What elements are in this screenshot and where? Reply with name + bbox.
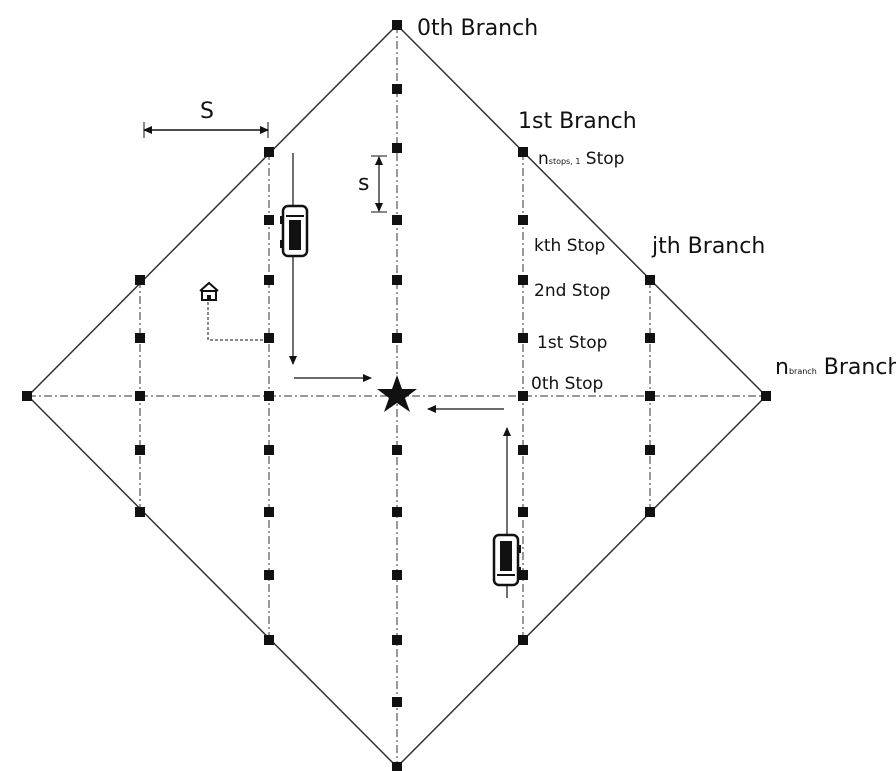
stop-marker [264, 215, 274, 225]
stop-marker [518, 445, 528, 455]
stop-marker [518, 275, 528, 285]
home-walk-path [207, 302, 264, 341]
stop-marker [264, 391, 274, 401]
stop-marker [645, 275, 655, 285]
stop-marker [392, 570, 402, 580]
star-icon [377, 375, 417, 412]
stop-marker [518, 147, 528, 157]
branch-0-label: 0th Branch [417, 16, 538, 41]
stop-k-label: kth Stop [534, 236, 605, 256]
stop-marker [392, 697, 402, 707]
stop-marker [264, 445, 274, 455]
stop-marker [645, 333, 655, 343]
stop-marker [392, 215, 402, 225]
stop-marker [264, 507, 274, 517]
bus-icon [492, 533, 521, 587]
stop-marker [392, 275, 402, 285]
branch-n-label: nbranch Branch [775, 355, 896, 380]
stop-marker [135, 275, 145, 285]
stop-marker [518, 215, 528, 225]
stop-marker [264, 570, 274, 580]
stop-marker [264, 635, 274, 645]
branch-j-label: jth Branch [651, 234, 765, 259]
branch-spacing-label: S [200, 99, 214, 124]
stop-marker [392, 20, 402, 30]
stop-marker [135, 507, 145, 517]
stop-1-label: 1st Stop [537, 333, 607, 353]
stop-marker [135, 391, 145, 401]
stop-marker [518, 391, 528, 401]
stop-marker [22, 391, 32, 401]
stop-2-label: 2nd Stop [534, 281, 610, 301]
stop-marker [518, 570, 528, 580]
stop-marker [392, 507, 402, 517]
stops [22, 20, 771, 771]
bus-icon [280, 204, 309, 258]
stop-marker [392, 333, 402, 343]
stop-marker [392, 635, 402, 645]
stop-marker [392, 762, 402, 771]
stop-0-label: 0th Stop [531, 374, 603, 394]
stop-n-label: nstops, 1 Stop [538, 149, 624, 169]
stop-spacing-label: s [358, 171, 369, 196]
stop-marker [392, 84, 402, 94]
house-icon [199, 281, 219, 301]
stop-marker [264, 333, 274, 343]
stop-marker [645, 507, 655, 517]
stop-marker [135, 445, 145, 455]
branch-1-label: 1st Branch [518, 109, 637, 134]
stop-marker [645, 391, 655, 401]
stop-marker [264, 275, 274, 285]
stop-marker [518, 507, 528, 517]
stop-marker [645, 445, 655, 455]
stop-marker [518, 635, 528, 645]
stop-marker [264, 147, 274, 157]
stop-marker [761, 391, 771, 401]
stop-marker [392, 445, 402, 455]
stop-marker [392, 143, 402, 153]
stop-marker [518, 333, 528, 343]
stop-marker [135, 333, 145, 343]
